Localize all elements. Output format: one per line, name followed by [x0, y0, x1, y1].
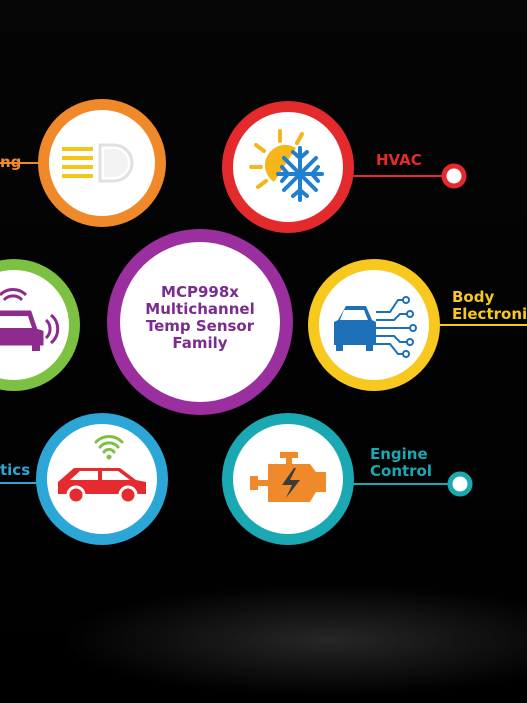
- node-lighting: [38, 99, 166, 227]
- label-body-line-1: Body: [452, 288, 495, 306]
- engine-icon: [250, 452, 326, 502]
- node-adas: [0, 259, 80, 391]
- label-engine-line-1: Engine: [370, 445, 428, 463]
- center-title-line-4: Family: [172, 334, 228, 352]
- connector-dot-hvac: [441, 163, 467, 189]
- label-telematics: tics: [0, 462, 30, 479]
- node-body: [308, 259, 440, 391]
- label-engine-line-2: Control: [370, 462, 433, 480]
- label-body: Body Electronic: [452, 289, 527, 323]
- center-title: MCP998x Multichannel Temp Sensor Family: [125, 284, 275, 352]
- center-title-line-1: MCP998x: [161, 283, 239, 301]
- node-engine: [222, 413, 354, 545]
- node-hvac: [222, 101, 354, 233]
- sun-snowflake-icon: [249, 129, 324, 202]
- label-telematics-text: tics: [0, 461, 31, 479]
- center-title-line-2: Multichannel: [145, 300, 255, 318]
- connector-dot-engine: [447, 471, 473, 497]
- headlight-icon: [62, 143, 134, 183]
- center-node: [107, 229, 293, 415]
- label-lighting: ng: [0, 154, 21, 171]
- label-hvac-text: HVAC: [376, 151, 422, 169]
- node-telematics: [36, 413, 168, 545]
- label-lighting-text: ng: [0, 153, 22, 171]
- center-title-line-3: Temp Sensor: [145, 317, 255, 335]
- connected-car-icon: [0, 288, 60, 351]
- car-circuit-icon: [334, 296, 417, 358]
- label-body-line-2: Electronic: [452, 305, 527, 323]
- wifi-car-icon: [58, 435, 146, 505]
- label-engine: Engine Control: [370, 446, 432, 480]
- label-hvac: HVAC: [376, 152, 422, 169]
